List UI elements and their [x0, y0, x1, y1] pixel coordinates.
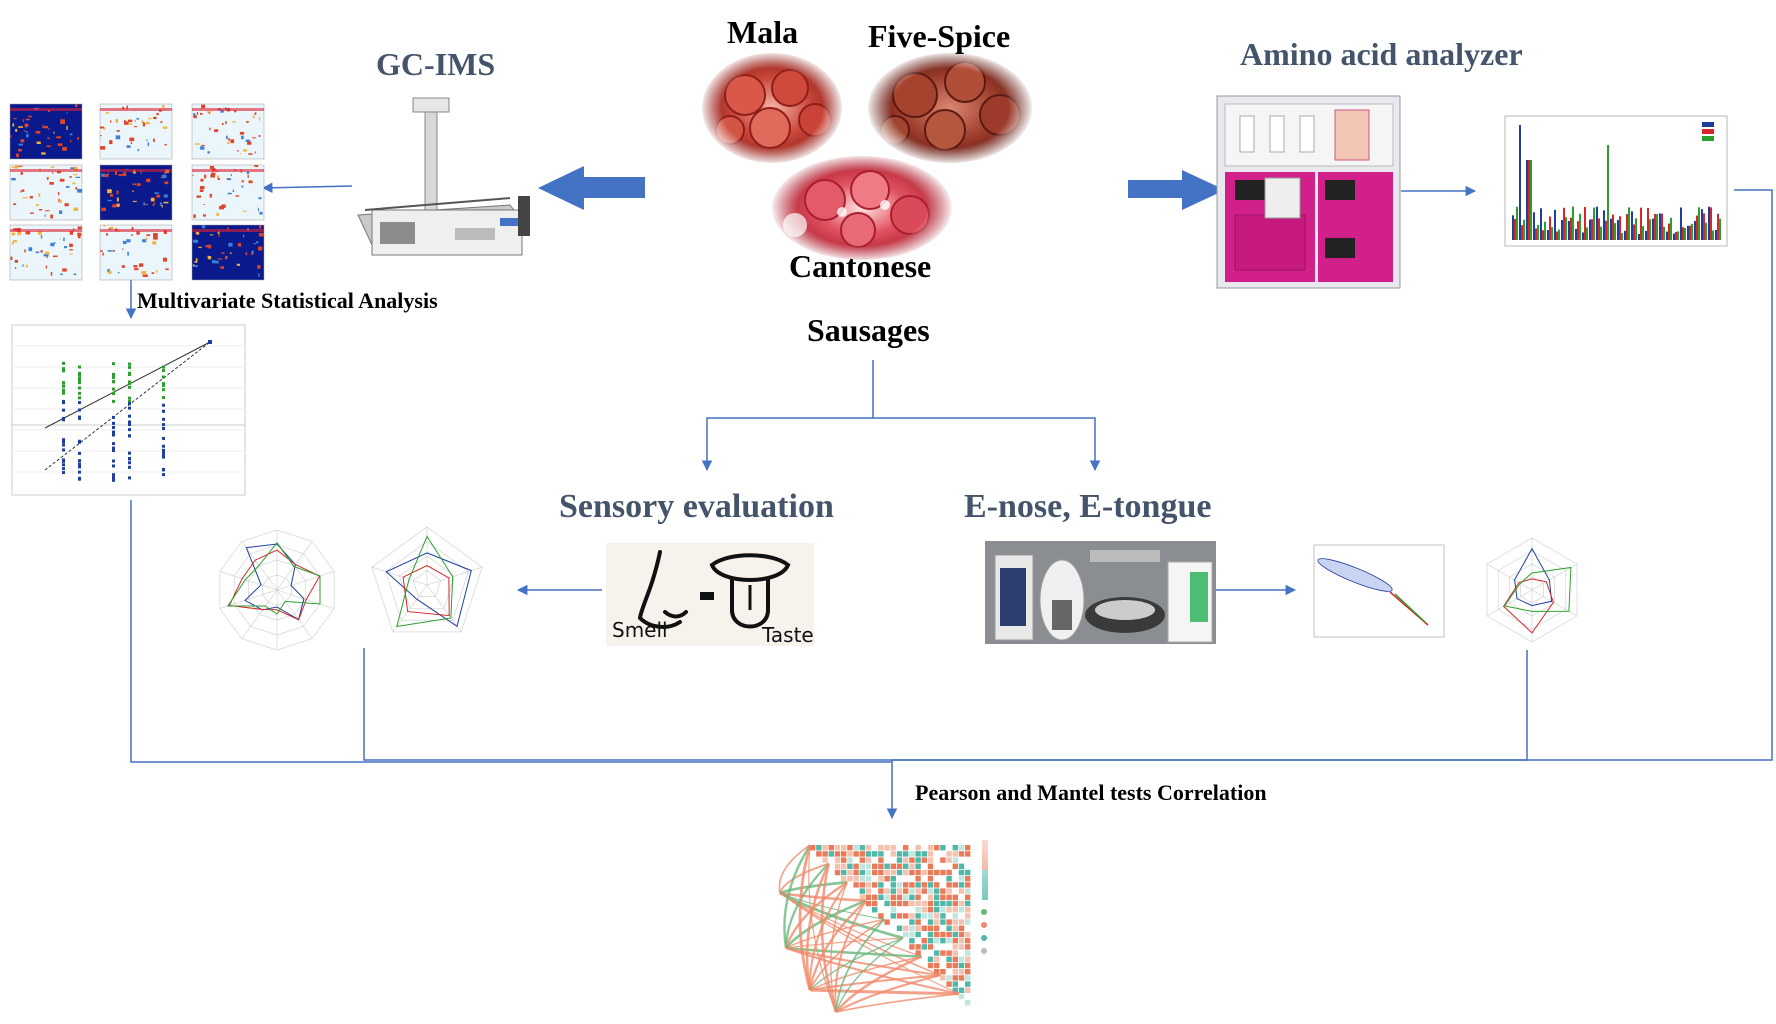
block-arrow-right [1128, 170, 1225, 210]
connector-lines [125, 182, 1773, 820]
multivariate-plot [11, 324, 246, 496]
mala-sausage-image [700, 51, 844, 165]
five-spice-sausage-image [866, 51, 1034, 165]
e-nose-pca-plot [1313, 544, 1445, 638]
sensory-radar-charts [219, 526, 483, 651]
correlation-analysis-label: Pearson and Mantel tests Correlation [915, 780, 1267, 805]
sample-cantonese-label: Cantonese [789, 248, 932, 284]
amino-acid-analyzer-image [1216, 95, 1401, 289]
correlation-heatmap [778, 840, 988, 1013]
e-nose-e-tongue-title: E-nose, E-tongue [964, 488, 1212, 525]
e-nose-e-tongue-image [985, 541, 1216, 644]
smell-taste-icon: Smell Taste [606, 543, 814, 647]
multivariate-analysis-label: Multivariate Statistical Analysis [137, 288, 438, 313]
taste-label: Taste [761, 623, 814, 647]
gc-ims-heatmaps [9, 103, 265, 281]
gc-ims-title: GC-IMS [376, 46, 496, 82]
e-tongue-radar-chart [1486, 537, 1578, 643]
amino-acid-bar-chart [1504, 115, 1728, 247]
smell-label: Smell [612, 618, 668, 642]
sample-sausages-label: Sausages [807, 312, 930, 348]
sample-five-spice-label: Five-Spice [868, 18, 1011, 54]
gc-ims-instrument-image [357, 97, 530, 256]
sample-mala-label: Mala [727, 14, 799, 50]
amino-acid-analyzer-title: Amino acid analyzer [1240, 36, 1523, 72]
cantonese-sausage-image [770, 154, 954, 262]
block-arrow-left [538, 166, 645, 210]
sensory-evaluation-title: Sensory evaluation [559, 488, 834, 525]
